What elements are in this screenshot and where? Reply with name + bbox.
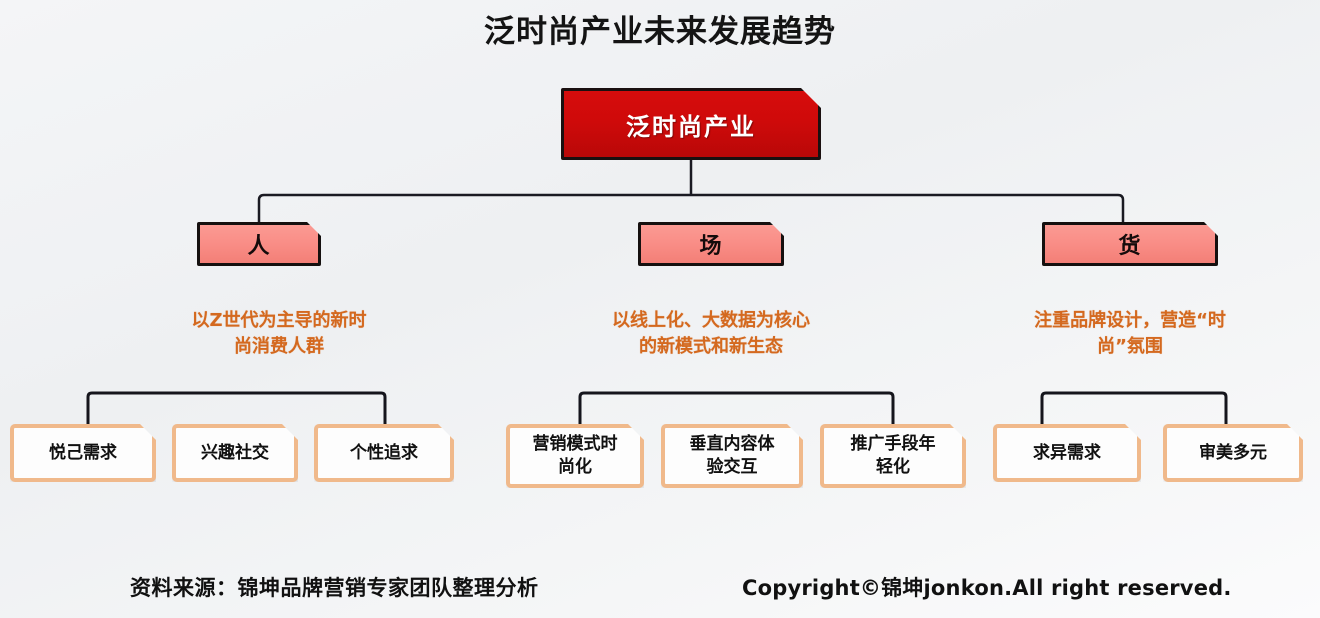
leaf-node[interactable]: 推广手段年 轻化 xyxy=(820,424,966,488)
branch-description-people: 以Z世代为主导的新时 尚消费人群 xyxy=(191,310,367,357)
footer-source-text: 资料来源：锦坤品牌营销专家团队整理分析 xyxy=(130,576,539,600)
branch-node-label: 货 xyxy=(1118,234,1142,259)
branch-node-label: 人 xyxy=(247,234,271,259)
leaf-node[interactable]: 个性追求 xyxy=(314,424,454,482)
page-title: 泛时尚产业未来发展趋势 xyxy=(484,14,836,50)
branch-node-goods[interactable]: 货 xyxy=(1042,222,1218,266)
leaf-node[interactable]: 营销模式时 尚化 xyxy=(506,424,644,488)
branch-node-label: 场 xyxy=(699,234,723,259)
branch-node-people[interactable]: 人 xyxy=(197,222,321,266)
leaf-node-label: 营销模式时 尚化 xyxy=(532,434,618,477)
leaf-node-label: 审美多元 xyxy=(1199,442,1267,463)
leaf-node[interactable]: 兴趣社交 xyxy=(172,424,298,482)
root-node-fashion-industry[interactable]: 泛时尚产业 xyxy=(561,88,821,160)
branch-description-goods: 注重品牌设计，营造“时 尚”氛围 xyxy=(1034,310,1226,357)
leaf-node[interactable]: 悦己需求 xyxy=(10,424,156,482)
leaf-node[interactable]: 垂直内容体 验交互 xyxy=(661,424,803,488)
leaf-node-label: 推广手段年 轻化 xyxy=(850,434,936,477)
leaf-node-label: 垂直内容体 验交互 xyxy=(689,434,775,477)
root-node-label: 泛时尚产业 xyxy=(626,112,756,141)
leaf-node-label: 兴趣社交 xyxy=(201,442,269,463)
footer-copyright-text: Copyright©锦坤jonkon.All right reserved. xyxy=(742,576,1232,600)
leaf-node-label: 求异需求 xyxy=(1033,442,1101,463)
branch-node-place[interactable]: 场 xyxy=(638,222,784,266)
leaf-node[interactable]: 求异需求 xyxy=(993,424,1141,482)
leaf-node-label: 悦己需求 xyxy=(49,442,117,463)
branch-description-place: 以线上化、大数据为核心 的新模式和新生态 xyxy=(612,310,810,357)
leaf-node-label: 个性追求 xyxy=(350,442,418,463)
leaf-node[interactable]: 审美多元 xyxy=(1163,424,1303,482)
